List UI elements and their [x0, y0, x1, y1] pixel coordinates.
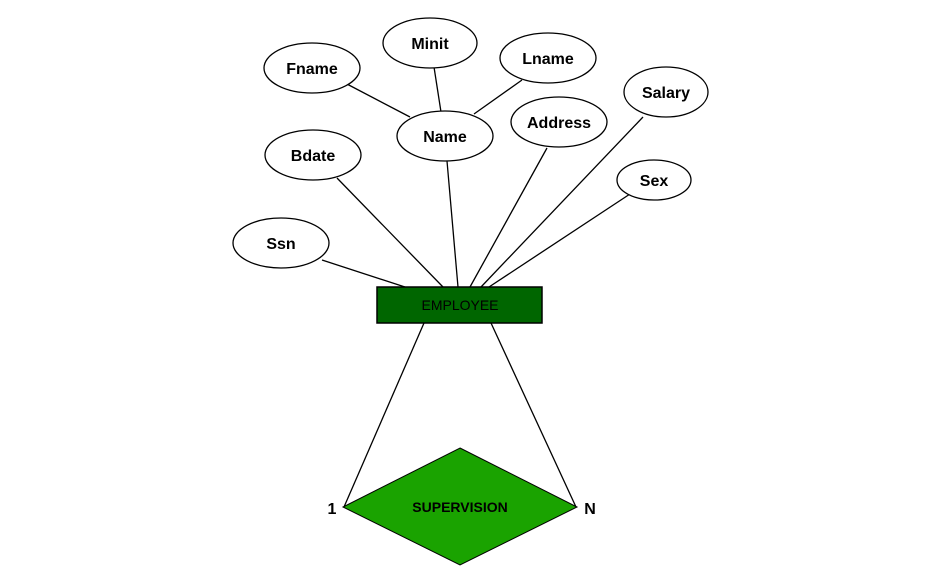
entity-employee-label: EMPLOYEE	[421, 297, 498, 313]
attribute-minit: Minit	[382, 17, 478, 69]
attribute-fname-label: Fname	[286, 61, 338, 78]
connector-sex-employee	[488, 193, 631, 288]
connector-minit-name	[433, 66, 442, 113]
cardinality-right: N	[584, 501, 596, 518]
attribute-bdate-label: Bdate	[291, 148, 336, 165]
attribute-salary-label: Salary	[642, 85, 690, 102]
connector-salary-employee	[480, 116, 644, 288]
attribute-ssn: Ssn	[232, 217, 330, 269]
relationship-supervision-label: SUPERVISION	[412, 499, 507, 515]
attribute-name-label: Name	[423, 129, 467, 146]
connector-address-employee	[469, 147, 548, 288]
relationship-supervision: SUPERVISION	[341, 447, 579, 566]
connector-name-employee	[446, 160, 459, 288]
attribute-name: Name	[396, 110, 494, 162]
connector-employee-supervision-left	[343, 322, 425, 508]
connectors	[321, 66, 644, 508]
attribute-minit-label: Minit	[411, 36, 449, 53]
connector-fname-name	[344, 82, 411, 118]
attribute-lname: Lname	[499, 32, 597, 84]
entity-employee-box	[376, 286, 543, 324]
attribute-salary: Salary	[623, 66, 709, 118]
attribute-fname: Fname	[263, 42, 361, 94]
connector-employee-supervision-right	[490, 322, 577, 508]
attribute-address: Address	[510, 96, 608, 148]
attribute-sex: Sex	[616, 159, 692, 201]
attribute-lname-label: Lname	[522, 51, 574, 68]
connector-lname-name	[473, 79, 523, 115]
connector-bdate-employee	[336, 177, 444, 288]
connector-ssn-employee	[321, 259, 406, 288]
attribute-address-label: Address	[527, 115, 591, 132]
relationship-supervision-diamond	[341, 447, 579, 566]
cardinality-left: 1	[328, 501, 337, 518]
attribute-ssn-label: Ssn	[266, 236, 295, 253]
entity-employee: EMPLOYEE	[376, 286, 543, 324]
attribute-sex-label: Sex	[640, 173, 669, 190]
attribute-bdate: Bdate	[264, 129, 362, 181]
